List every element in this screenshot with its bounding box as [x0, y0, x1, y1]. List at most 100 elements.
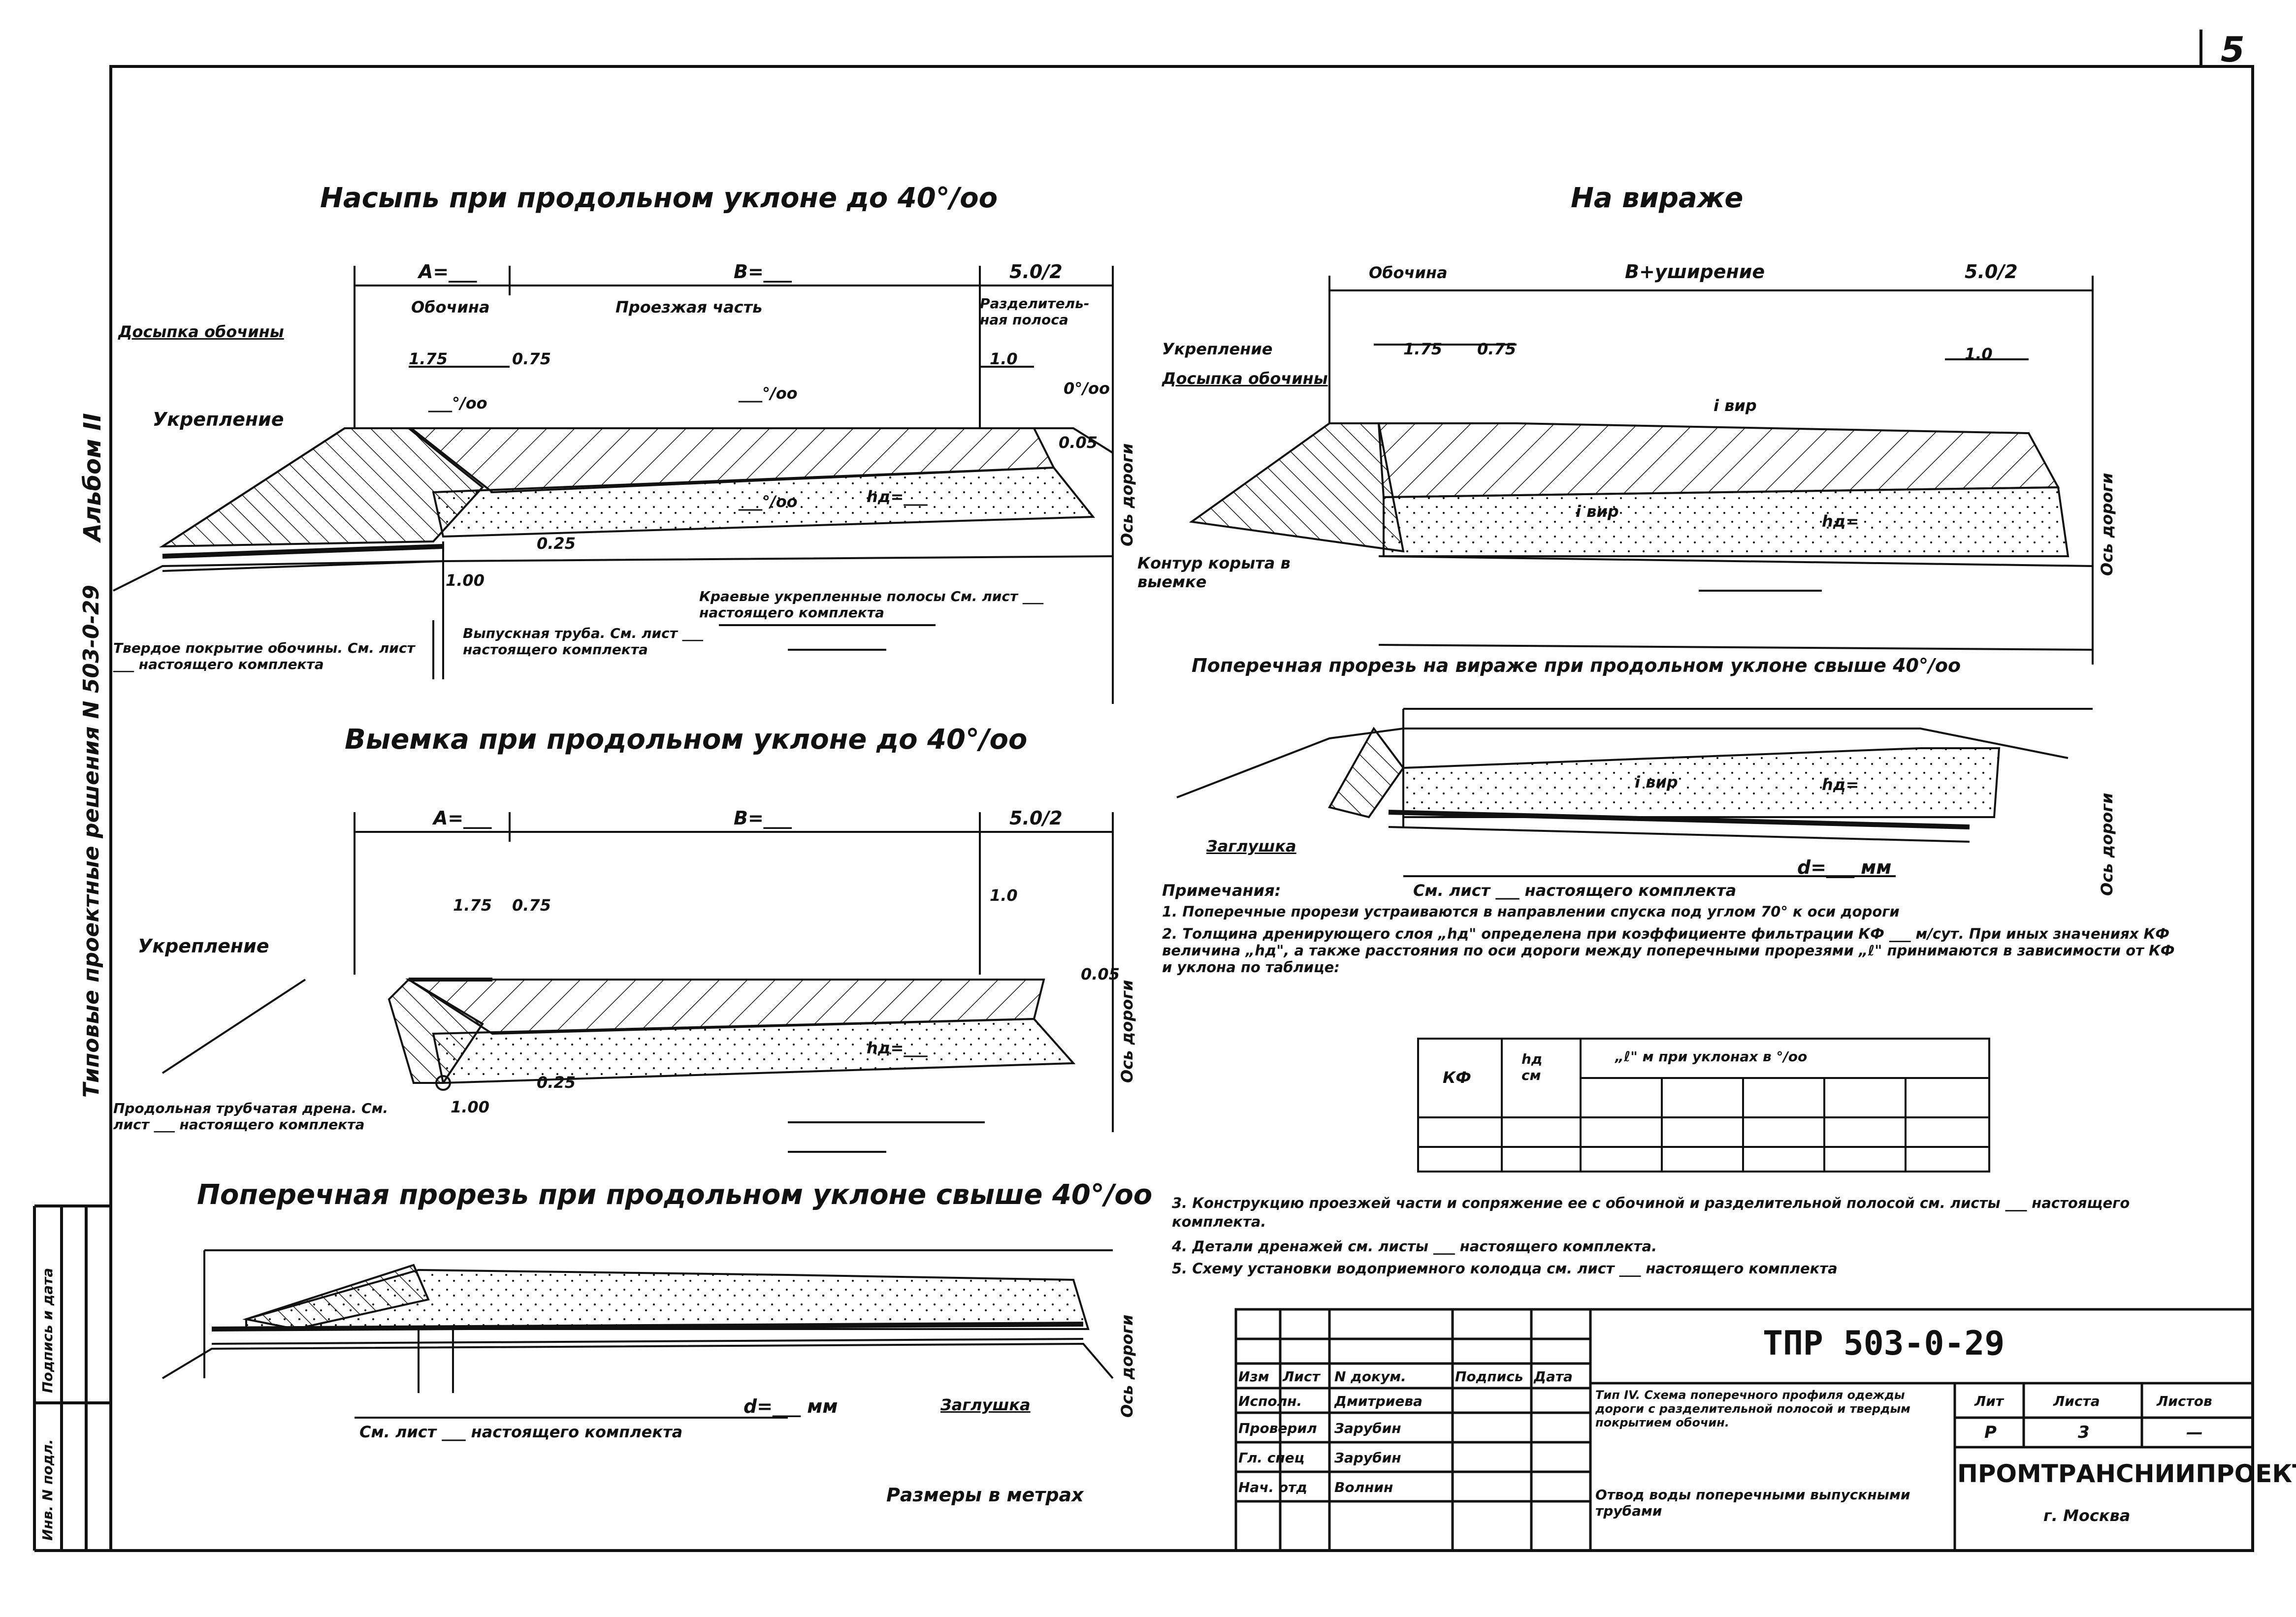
curve-contour: Контур корыта в выемке [1137, 554, 1291, 591]
embankment-d10: 1.0 [990, 349, 1018, 368]
drawing-frame [109, 65, 2254, 1552]
curve-shoulder: Обочина [1369, 263, 1448, 282]
curve-hd: hд= [1822, 512, 1859, 531]
curve-transverse-sheet: См. лист ___ настоящего комплекта [1413, 881, 1737, 900]
stamp-role-4: Нач. отд [1238, 1479, 1308, 1495]
stamp-name-3: Зарубин [1334, 1450, 1401, 1466]
embankment-b: B=___ [734, 261, 792, 283]
side-stamp-sign: Подпись и дата [39, 1268, 56, 1393]
coefficient-table [1417, 1038, 1990, 1173]
curve-half: 5.0/2 [1965, 261, 2018, 283]
embankment-fill: Досыпка обочины [118, 322, 284, 341]
cut-d025: 0.25 [537, 1073, 576, 1092]
curve-strengthening: Укрепление [1162, 340, 1273, 358]
notes-heading: Примечания: [1162, 881, 1281, 900]
curve-transverse-ivir: i вир [1635, 773, 1678, 792]
stamp-org: ПРОМТРАНСНИИПРОЕКТ [1957, 1459, 2296, 1488]
embankment-shoulder: Обочина [411, 298, 490, 317]
stamp-city: г. Москва [2043, 1506, 2131, 1525]
embankment-divider: Разделитель-ная полоса [980, 295, 1090, 328]
stamp-h-list: Лист [1283, 1368, 1320, 1385]
curve-transverse-plug: Заглушка [1206, 837, 1296, 856]
cut-d100: 1.00 [451, 1098, 489, 1116]
cut-strengthening: Укрепление [138, 935, 269, 957]
curve-ivir: i вир [1576, 502, 1619, 521]
note-4: 4. Детали дренажей см. листы ___ настоящ… [1172, 1238, 1657, 1255]
table-col-hd: hд см [1521, 1051, 1543, 1083]
curve-section [1189, 276, 2094, 665]
cut-half: 5.0/2 [1009, 807, 1063, 829]
stamp-subtitle: Отвод воды поперечными выпускными трубам… [1595, 1487, 1910, 1519]
stamp-role-2: Проверил [1238, 1420, 1317, 1436]
cut-b: B=___ [734, 807, 792, 829]
cut-d005: 0.05 [1081, 965, 1120, 983]
stamp-description: Тип IV. Схема поперечного профиля одежды… [1595, 1388, 1910, 1429]
embankment-drain-note: Выпускная труба. См. лист ___ настоящего… [463, 625, 703, 658]
embankment-strengthening: Укрепление [153, 409, 284, 430]
embankment-d100: 1.00 [446, 571, 485, 590]
stamp-h-izm: Изм [1238, 1368, 1269, 1385]
curve-d10: 1.0 [1965, 345, 1993, 363]
embankment-section [113, 266, 1114, 704]
embankment-carriageway: Проезжая часть [615, 298, 763, 317]
curve-d075: 0.75 [1477, 340, 1516, 358]
cut-drain-note: Продольная трубчатая дрена. См. лист ___… [113, 1100, 388, 1133]
stamp-h-doc: N докум. [1334, 1368, 1406, 1385]
stamp-name-1: Дмитриева [1334, 1393, 1423, 1409]
note-1: 1. Поперечные прорези устраиваются в нап… [1162, 903, 1900, 920]
transverse-title: Поперечная прорезь при продольном уклоне… [197, 1179, 1153, 1211]
cut-hd: hд=___ [867, 1039, 928, 1057]
note-5: 5. Схему установки водоприемного колодца… [1172, 1260, 1838, 1277]
curve-ivir-top: i вир [1714, 396, 1757, 415]
embankment-half: 5.0/2 [1009, 261, 1063, 283]
curve-transverse-title: Поперечная прорезь на вираже при продоль… [1192, 655, 1961, 676]
stamp-role-3: Гл. спец [1238, 1450, 1305, 1466]
transverse-sheet: См. лист ___ настоящего комплекта [359, 1423, 683, 1441]
units-note: Размеры в метрах [886, 1484, 1084, 1506]
transverse-plug: Заглушка [940, 1395, 1031, 1414]
stamp-code: ТПР 503-0-29 [1763, 1324, 2005, 1363]
stamp-h-sign: Подпись [1455, 1368, 1523, 1385]
cut-d075: 0.75 [512, 896, 551, 915]
stamp-h-date: Дата [1534, 1368, 1573, 1385]
embankment-axis: Ось дороги [1118, 443, 1136, 546]
stamp-sheet: 3 [2078, 1423, 2090, 1442]
curve-title: На вираже [1571, 182, 1744, 214]
cut-a: A=___ [433, 807, 492, 829]
transverse-section [162, 1249, 1114, 1419]
embankment-hard-note: Твердое покрытие обочины. См. лист ___ н… [113, 640, 415, 672]
stamp-role-1: Исполн. [1238, 1393, 1302, 1409]
embankment-hd: hд=___ [867, 487, 928, 506]
embankment-d005: 0.05 [1059, 433, 1098, 452]
stamp-name-4: Волнин [1334, 1479, 1393, 1495]
embankment-d025: 0.25 [537, 534, 576, 553]
embankment-slope-3: 0°/oo [1064, 379, 1110, 398]
curve-transverse-hd: hд= [1822, 775, 1859, 794]
curve-transverse-d: d=___ мм [1797, 856, 1892, 878]
embankment-slope-1: ___°/oo [428, 394, 487, 412]
curve-widening: B+уширение [1625, 261, 1765, 283]
stamp-sheets-label: Листов [2157, 1393, 2212, 1409]
stamp-stage-label: Лит [1974, 1393, 2004, 1409]
table-col-kf: КФ [1443, 1068, 1471, 1087]
cut-axis: Ось дороги [1118, 980, 1136, 1083]
curve-transverse-axis: Ось дороги [2098, 793, 2116, 896]
cut-d10: 1.0 [990, 886, 1018, 905]
cut-section [162, 812, 1114, 1153]
curve-transverse-section [1176, 708, 2093, 877]
page-number: 5 [2221, 30, 2245, 70]
embankment-a: A=___ [419, 261, 477, 283]
stamp-sheet-label: Листа [2053, 1393, 2100, 1409]
embankment-slope-4: ___°/oo [739, 492, 798, 511]
transverse-axis: Ось дороги [1118, 1314, 1136, 1418]
embankment-d175: 1.75 [409, 349, 448, 368]
curve-axis: Ось дороги [2098, 473, 2116, 576]
album-label: Альбом II [79, 413, 106, 541]
stamp-name-2: Зарубин [1334, 1420, 1401, 1436]
transverse-d: d=___ мм [744, 1395, 838, 1417]
curve-fill: Досыпка обочины [1162, 369, 1328, 388]
embankment-slope-2: ___°/oo [739, 384, 798, 403]
table-col-l: „ℓ" м при уклонах в °/oo [1615, 1048, 1808, 1065]
curve-d175: 1.75 [1403, 340, 1442, 358]
